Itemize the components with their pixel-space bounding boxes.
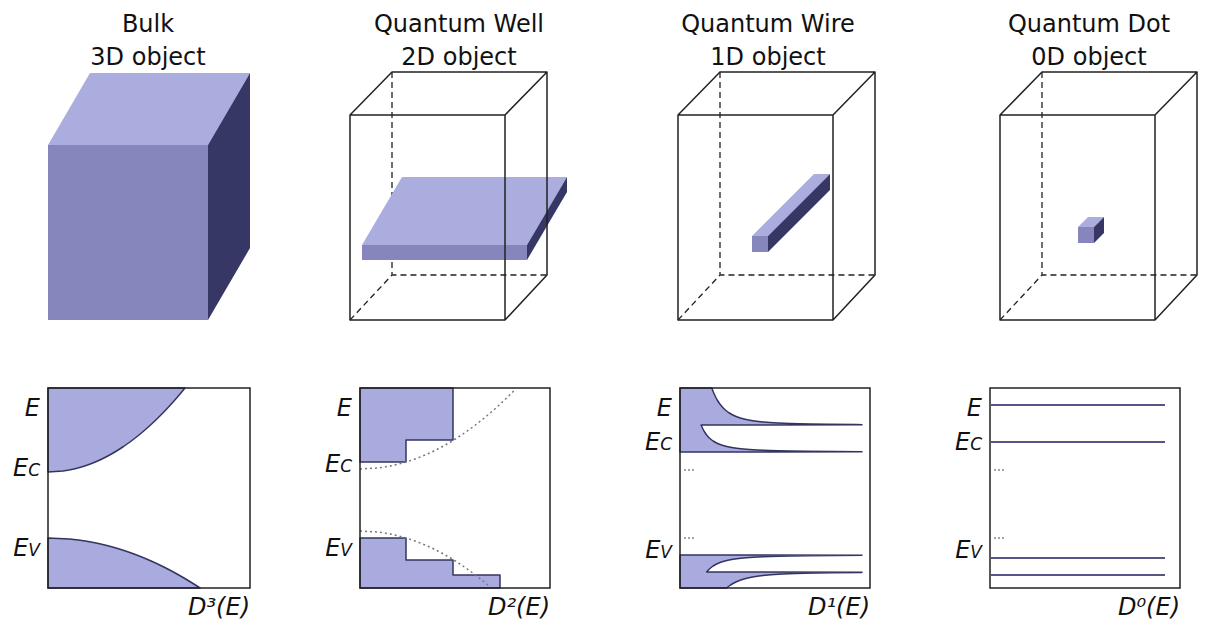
band-edge-label: EC xyxy=(13,456,40,480)
object-side-face xyxy=(1094,217,1104,243)
axis-label: D¹(E) xyxy=(808,595,870,619)
band-edge-label: EV xyxy=(955,538,982,562)
conduction-subbands xyxy=(680,388,862,452)
cube-edge xyxy=(350,72,547,320)
energy-label: E xyxy=(25,396,40,420)
wireframe-cube xyxy=(350,72,567,320)
conduction-band xyxy=(48,388,185,472)
discrete-level xyxy=(991,557,1165,559)
wireframe-cubes xyxy=(350,72,1197,320)
cube-edge xyxy=(1000,72,1197,320)
band-edge-label: EV xyxy=(645,538,672,562)
bulk-edge-tick xyxy=(684,537,696,539)
plot-frame xyxy=(48,388,250,588)
column-title: 0D object xyxy=(1031,45,1146,69)
hidden-edge xyxy=(678,72,875,320)
discrete-level xyxy=(991,441,1165,443)
cube-side-face xyxy=(208,73,250,320)
wireframe-cube xyxy=(678,72,875,320)
valence-band xyxy=(48,538,200,588)
plot-frames xyxy=(48,388,1180,588)
column-title: Quantum Well xyxy=(374,12,544,36)
plot-frame xyxy=(680,388,870,588)
column-title: 1D object xyxy=(710,45,825,69)
axis-label: D⁰(E) xyxy=(1118,595,1180,619)
hidden-edge xyxy=(1000,72,1197,320)
band-edge-label: EV xyxy=(13,536,40,560)
bulk-cube xyxy=(48,73,250,320)
plot-frame xyxy=(360,388,550,588)
column-title: Quantum Wire xyxy=(681,12,855,36)
cube-edge xyxy=(678,72,875,320)
energy-label: E xyxy=(657,396,672,420)
band-edge-label: EC xyxy=(955,430,982,454)
bulk-reference-curve xyxy=(360,531,490,587)
bulk-reference-curve xyxy=(360,389,516,469)
column-title: 3D object xyxy=(90,45,205,69)
object-front-face xyxy=(362,245,527,260)
axis-label: D³(E) xyxy=(188,595,250,619)
column-title: Bulk xyxy=(122,12,174,36)
column-title: Quantum Dot xyxy=(1008,12,1170,36)
band-edge-label: EC xyxy=(325,452,352,476)
energy-label: E xyxy=(967,396,982,420)
dos-curves xyxy=(48,388,1165,588)
discrete-level xyxy=(991,574,1165,576)
conduction-band xyxy=(360,388,453,462)
object-front-face xyxy=(1078,227,1094,243)
band-edge-label: EV xyxy=(325,536,352,560)
cube-front-face xyxy=(48,145,208,320)
valence-subbands xyxy=(680,555,862,588)
axis-label: D²(E) xyxy=(488,595,550,619)
band-edge-label: EC xyxy=(645,430,672,454)
wireframe-cube xyxy=(1000,72,1197,320)
bulk-edge-tick xyxy=(684,469,696,471)
bulk-edge-tick xyxy=(994,537,1006,539)
object-side-face xyxy=(768,174,830,252)
object-front-face xyxy=(752,236,768,252)
plot-frame xyxy=(990,388,1180,588)
valence-band xyxy=(360,538,500,588)
column-title: 2D object xyxy=(401,45,516,69)
energy-label: E xyxy=(337,396,352,420)
bulk-edge-tick xyxy=(994,469,1006,471)
discrete-level xyxy=(991,404,1165,406)
